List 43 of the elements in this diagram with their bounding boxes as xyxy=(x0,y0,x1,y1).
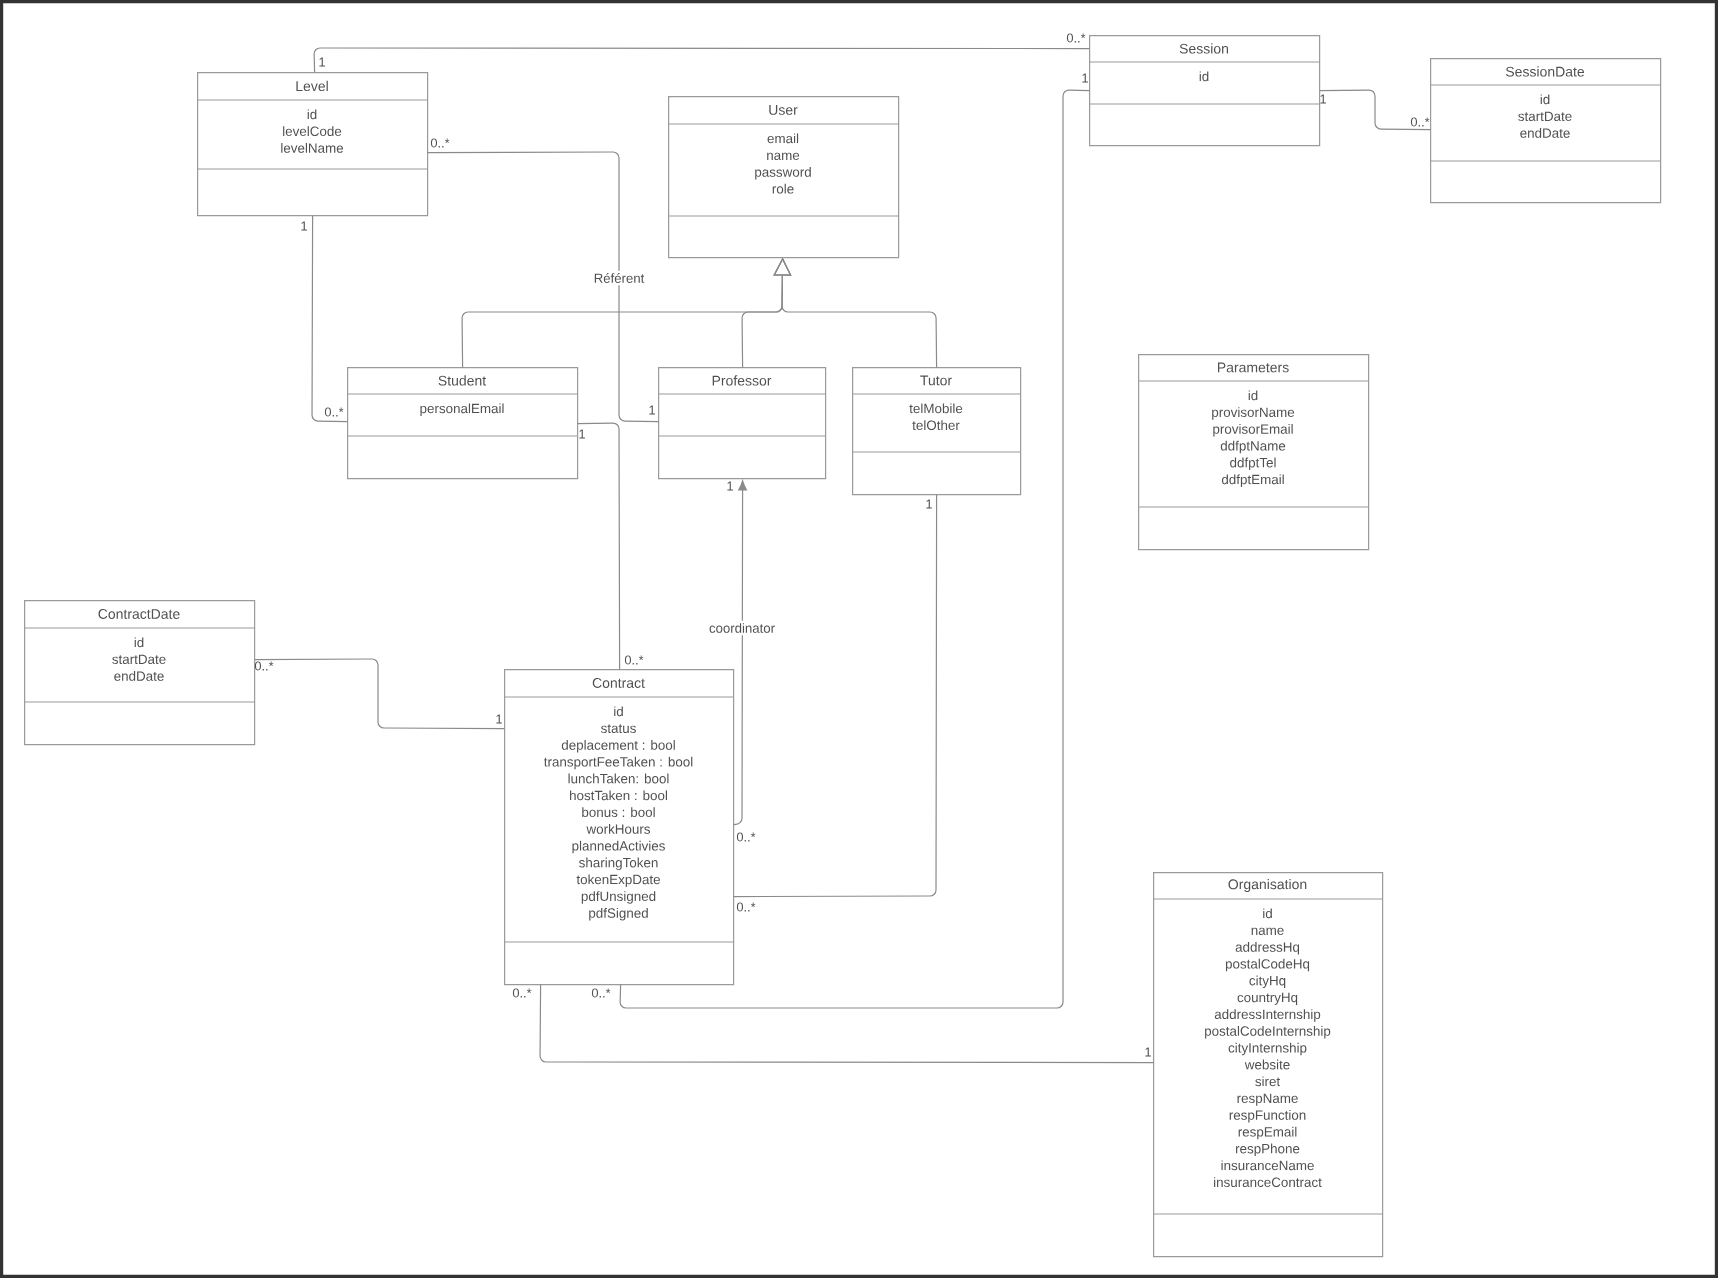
multiplicity-label: 0..* xyxy=(624,655,644,665)
multiplicity-label: 1 xyxy=(1320,94,1326,104)
connector xyxy=(313,47,1091,74)
class-box: Tutor telMobile telOther xyxy=(851,366,1022,496)
multiplicity-label: 1 xyxy=(649,405,655,415)
multiplicity-label: 1 xyxy=(579,429,585,439)
multiplicity-label: 1 xyxy=(319,57,325,67)
multiplicity-label: 1 xyxy=(301,221,307,231)
connector xyxy=(577,422,621,671)
multiplicity-label: 0..* xyxy=(1410,117,1430,127)
connector xyxy=(539,984,1155,1064)
multiplicity-label: 0..* xyxy=(591,988,611,998)
class-box: Session id xyxy=(1088,35,1321,147)
multiplicity-label: 0..* xyxy=(254,661,274,671)
connector xyxy=(1319,89,1432,131)
connector xyxy=(311,215,349,423)
class-box: Contract id status deplacement : bool transportFeeTaken : bool lunchTaken: bool hostTaken : bool bonus : bool workHours plannedActivies sharingToken tokenExpDate pdfUnsigned pdfSigned xyxy=(503,669,735,986)
connector xyxy=(733,493,938,898)
connector xyxy=(733,480,748,826)
class-box: Professor xyxy=(657,366,827,480)
edge-label: coordinator xyxy=(706,620,778,636)
multiplicity-label: 0..* xyxy=(430,138,450,148)
multiplicity-label: 1 xyxy=(926,499,932,509)
multiplicity-label: 1 xyxy=(727,481,733,491)
class-box: Parameters id provisorName provisorEmail ddfptName ddfptTel ddfptEmail xyxy=(1137,353,1370,551)
multiplicity-label: 1 xyxy=(496,714,502,724)
multiplicity-label: 1 xyxy=(1082,73,1088,83)
multiplicity-label: 0..* xyxy=(736,902,756,912)
multiplicity-label: 0..* xyxy=(324,407,344,417)
class-box: User email name password role xyxy=(667,96,900,259)
multiplicity-label: 0..* xyxy=(736,832,756,842)
connector xyxy=(254,658,506,730)
class-box: Level id levelCode levelName xyxy=(196,72,429,217)
connector xyxy=(427,151,660,423)
connector xyxy=(619,89,1091,1009)
edge-label: Référent xyxy=(591,270,647,286)
multiplicity-label: 0..* xyxy=(512,988,532,998)
class-box: Student personalEmail xyxy=(346,366,579,480)
multiplicity-label: 0..* xyxy=(1066,33,1086,43)
class-box: SessionDate id startDate endDate xyxy=(1429,58,1662,204)
class-box: ContractDate id startDate endDate xyxy=(23,600,256,746)
class-box: Organisation id name addressHq postalCodeHq cityHq countryHq addressInternship postalCodeInternship cityInternship website siret respName respFunction respEmail respPhone insuranceName insuranceContract xyxy=(1152,872,1384,1258)
multiplicity-label: 1 xyxy=(1145,1047,1151,1057)
